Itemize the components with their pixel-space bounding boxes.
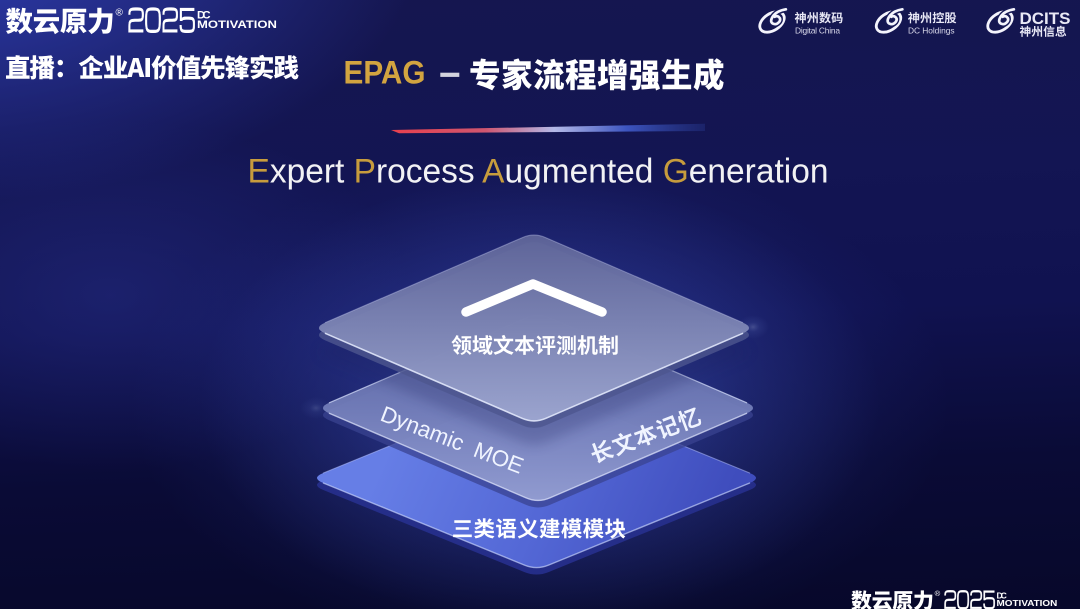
svg-text:EPAG: EPAG — [344, 55, 426, 91]
svg-text:Digital China: Digital China — [795, 26, 840, 36]
svg-text:DC Holdings: DC Holdings — [908, 26, 955, 36]
svg-text:DCITS: DCITS — [1020, 10, 1071, 28]
svg-text:Expert Process Augmented Gener: Expert Process Augmented Generation — [248, 153, 829, 191]
